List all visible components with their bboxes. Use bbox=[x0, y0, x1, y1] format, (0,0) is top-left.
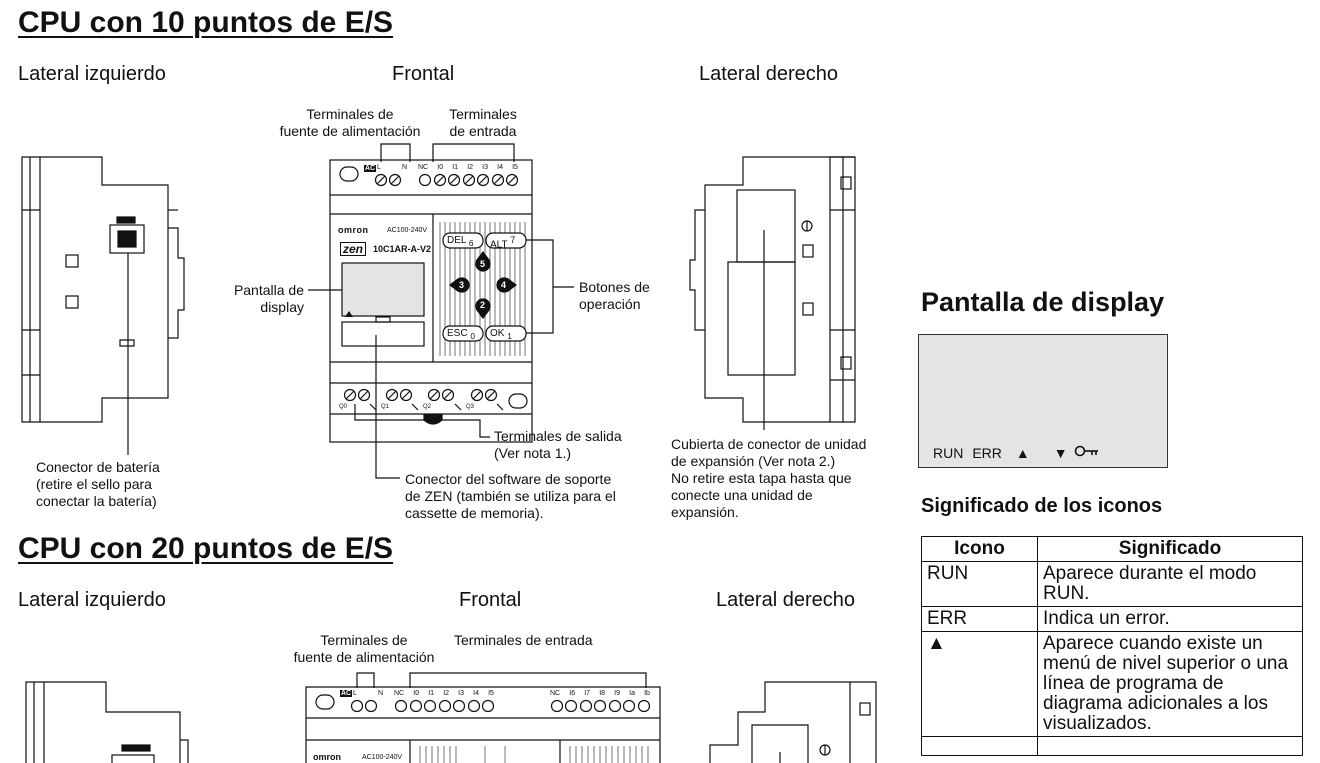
left-side-view-10 bbox=[21, 156, 185, 455]
row-meaning: Aparece durante el modo RUN. bbox=[1037, 561, 1303, 607]
table-header-row: Icono Significado bbox=[921, 536, 1303, 562]
right-side-view-10 bbox=[689, 156, 856, 430]
row-icon: RUN bbox=[921, 561, 1038, 607]
brand-logo-2: omron bbox=[313, 752, 341, 762]
front-view-20 bbox=[305, 672, 661, 763]
label-battery-connector: Conector de batería(retire el sello para… bbox=[36, 459, 160, 509]
voltage-label-2: AC100-240V bbox=[362, 754, 403, 761]
alt-key: ALT 7 bbox=[490, 235, 516, 251]
table-row: ERR Indica un error. bbox=[921, 606, 1303, 632]
del-key: DEL 6 bbox=[447, 235, 474, 248]
header-icon: Icono bbox=[921, 536, 1038, 562]
row-icon: ▲ bbox=[921, 631, 1038, 737]
section-title-10-io: CPU con 10 puntos de E/S bbox=[18, 6, 394, 39]
brand-logo: omron bbox=[338, 225, 369, 235]
meaning-title: Significado de los iconos bbox=[921, 495, 1163, 517]
down-arrow-indicator: ▼ bbox=[1053, 444, 1068, 461]
voltage-label: AC100-240V bbox=[387, 227, 428, 234]
esc-key: ESC 0 bbox=[447, 328, 475, 341]
up-key-number: 5 bbox=[480, 259, 486, 269]
ac-tag-2: AC bbox=[340, 690, 353, 697]
key-icon bbox=[1074, 444, 1100, 461]
left-side-view-20 bbox=[25, 681, 189, 763]
view-label-left: Lateral izquierdo bbox=[18, 63, 166, 85]
display-panel-title: Pantalla de display bbox=[921, 287, 1165, 317]
right-key-number: 4 bbox=[501, 280, 507, 290]
view-label-right-2: Lateral derecho bbox=[716, 589, 855, 611]
down-key-number: 2 bbox=[480, 300, 486, 310]
view-label-right: Lateral derecho bbox=[699, 63, 838, 85]
icon-meaning-table: Icono Significado RUN Aparece durante el… bbox=[921, 536, 1303, 756]
run-indicator: RUN bbox=[933, 444, 964, 461]
ac-tag: AC bbox=[364, 165, 377, 172]
front-view-10 bbox=[308, 143, 574, 479]
row-meaning: Indica un error. bbox=[1037, 606, 1303, 632]
row-meaning: Aparece cuando existe un menú de nivel s… bbox=[1037, 631, 1303, 737]
up-arrow-indicator: ▲ bbox=[1015, 444, 1030, 461]
table-row: ▲ Aparece cuando existe un menú de nivel… bbox=[921, 631, 1303, 737]
ok-key: OK 1 bbox=[490, 328, 512, 341]
row-icon: ERR bbox=[921, 606, 1038, 632]
zen-logo: zen bbox=[340, 242, 367, 256]
table-row-cut-off bbox=[921, 736, 1303, 756]
display-screen: RUN ERR ▲ ▼ bbox=[918, 334, 1168, 468]
label-input-terminals-2: Terminales de entrada bbox=[454, 632, 593, 648]
view-label-front-2: Frontal bbox=[459, 589, 522, 611]
left-key-number: 3 bbox=[459, 280, 465, 290]
err-indicator: ERR bbox=[972, 444, 1002, 461]
right-side-view-20 bbox=[709, 681, 877, 763]
view-label-front: Frontal bbox=[392, 63, 455, 85]
display-icons: RUN ERR ▲ ▼ bbox=[933, 444, 1100, 461]
table-row: RUN Aparece durante el modo RUN. bbox=[921, 561, 1303, 607]
header-meaning: Significado bbox=[1037, 536, 1303, 562]
model-label: 10C1AR-A-V2 bbox=[373, 244, 432, 254]
view-label-left-2: Lateral izquierdo bbox=[18, 589, 166, 611]
section-title-20-io: CPU con 20 puntos de E/S bbox=[18, 532, 394, 565]
label-output-terminals: Terminales de salida(Ver nota 1.) bbox=[494, 428, 622, 461]
